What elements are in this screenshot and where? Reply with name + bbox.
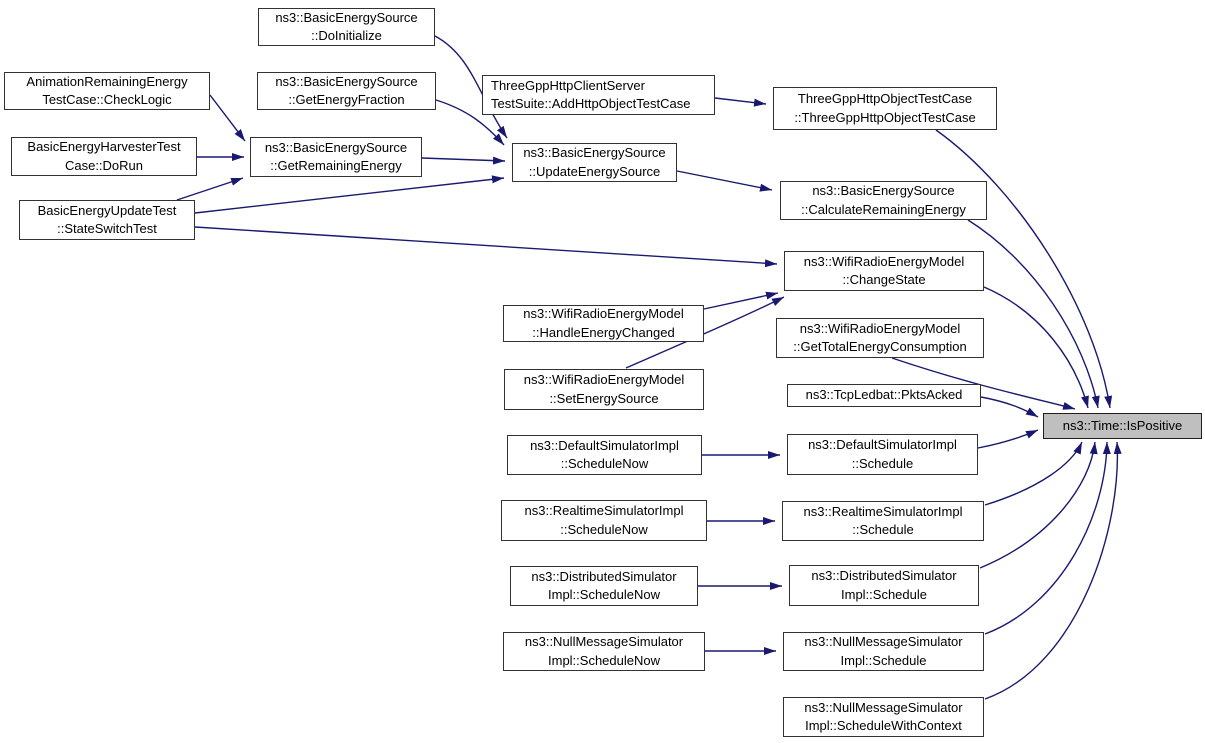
node-label-line: ::GetTotalEnergyConsumption — [793, 339, 967, 354]
node-label-line: ns3::DistributedSimulator — [531, 568, 677, 584]
node-nullmessagesimulatorimpl-schedulenow[interactable]: ns3::NullMessageSimulator Impl::Schedule… — [503, 632, 705, 671]
node-label-line: ::StateSwitchTest — [57, 221, 157, 236]
node-dorun[interactable]: BasicEnergyHarvesterTest Case::DoRun — [11, 137, 197, 176]
edge-changestate-to-ispositive — [983, 286, 1089, 409]
node-label-line: BasicEnergyHarvesterTest — [27, 139, 181, 154]
edge-handleenergychanged-to-changestate — [703, 291, 779, 310]
node-label-line: ::SetEnergySource — [549, 390, 659, 406]
edge-doinitialize-to-updateenergysource — [434, 35, 508, 139]
node-time-ispositive: ns3::Time::IsPositive — [1043, 413, 1202, 439]
node-distributedsimulatorimpl-schedulenow[interactable]: ns3::DistributedSimulator Impl::Schedule… — [510, 566, 698, 606]
node-label-line: Impl::ScheduleNow — [548, 652, 660, 668]
node-calculateremainingenergy[interactable]: ns3::BasicEnergySource ::CalculateRemain… — [780, 181, 987, 220]
node-realtimesimulatorimpl-schedulenow[interactable]: ns3::RealtimeSimulatorImpl ::ScheduleNow — [501, 500, 707, 541]
node-defaultsimulatorimpl-schedulenow[interactable]: ns3::DefaultSimulatorImpl ::ScheduleNow — [507, 435, 702, 475]
node-label-line: TestCase::CheckLogic — [42, 92, 172, 107]
node-label-line: AnimationRemainingEnergy — [26, 73, 188, 89]
node-label-line: ns3::DefaultSimulatorImpl — [530, 437, 679, 453]
node-label-line: Case::DoRun — [64, 157, 144, 173]
edge-pktsacked-to-ispositive — [980, 396, 1039, 418]
node-label-line: ::UpdateEnergySource — [528, 163, 661, 179]
node-label-line: ::ThreeGppHttpObjectTestCase — [794, 109, 976, 125]
edge-nullmessageschedule-to-ispositive — [984, 441, 1111, 635]
node-label-line: ::CalculateRemainingEnergy — [801, 201, 966, 217]
node-updateenergysource[interactable]: ns3::BasicEnergySource ::UpdateEnergySou… — [512, 143, 677, 182]
node-label-line: ns3::TcpLedbat::PktsAcked — [805, 387, 963, 403]
node-pktsacked[interactable]: ns3::TcpLedbat::PktsAcked — [787, 384, 981, 407]
node-label-line: ::HandleEnergyChanged — [532, 324, 675, 340]
edge-nullmessageschedulewithcontext-to-ispositive — [984, 441, 1122, 700]
node-label-line: ThreeGppHttpClientServer — [491, 77, 645, 93]
node-label-line: BasicEnergyUpdateTest — [37, 202, 177, 218]
node-nullmessagesimulatorimpl-schedulewithcontext[interactable]: ns3::NullMessageSimulator Impl::Schedule… — [783, 697, 984, 737]
node-getremainingenergy[interactable]: ns3::BasicEnergySource ::GetRemainingEne… — [250, 137, 422, 177]
node-label-line: ::DoInitialize — [311, 28, 382, 43]
node-label-line: ::ScheduleNow — [560, 521, 648, 537]
edge-defaultschedule-to-ispositive — [977, 429, 1039, 449]
node-doinitialize[interactable]: ns3::BasicEnergySource ::DoInitialize — [258, 8, 435, 46]
node-gettotalenergyconsumption[interactable]: ns3::WifiRadioEnergyModel ::GetTotalEner… — [776, 318, 984, 358]
node-label-line: ns3::DistributedSimulator — [811, 568, 957, 583]
edge-distributedschedule-to-ispositive — [979, 441, 1098, 569]
edge-calculateremainingenergy-to-ispositive — [967, 219, 1100, 409]
node-realtimesimulatorimpl-schedule[interactable]: ns3::RealtimeSimulatorImpl ::Schedule — [782, 501, 984, 541]
node-addhttpobjecttestcase[interactable]: ThreeGppHttpClientServer TestSuite::AddH… — [482, 75, 715, 115]
edge-stateswitchtest-to-changestate — [194, 226, 778, 268]
node-distributedsimulatorimpl-schedule[interactable]: ns3::DistributedSimulator Impl::Schedule — [789, 565, 979, 606]
node-label-line: ns3::DefaultSimulatorImpl — [808, 437, 957, 452]
node-label-line: ns3::BasicEnergySource — [264, 139, 408, 155]
edge-threegpphttpobjecttestcase-to-ispositive — [935, 129, 1113, 409]
node-label-line: TestSuite::AddHttpObjectTestCase — [491, 96, 691, 111]
node-label-line: Impl::Schedule — [840, 652, 927, 668]
node-label-line: ns3::RealtimeSimulatorImpl — [803, 503, 963, 519]
edge-checklogic-to-getremainingenergy — [209, 94, 246, 142]
edge-stateswitchtest-to-getremainingenergy — [176, 177, 244, 201]
node-label-line: ns3::BasicEnergySource — [275, 9, 418, 25]
edge-stateswitchtest-to-updateenergysource — [194, 175, 505, 214]
node-changestate[interactable]: ns3::WifiRadioEnergyModel ::ChangeState — [784, 251, 984, 291]
node-label-line: ns3::NullMessageSimulator — [804, 699, 963, 715]
node-label-line: ns3::WifiRadioEnergyModel — [803, 253, 965, 269]
node-label-line: ::ScheduleNow — [560, 456, 649, 471]
edge-realtimeschedule-to-ispositive — [984, 441, 1083, 506]
node-label-line: ns3::RealtimeSimulatorImpl — [524, 503, 684, 518]
node-label-line: ns3::NullMessageSimulator — [804, 634, 963, 649]
node-label-line: Impl::Schedule — [841, 586, 927, 602]
edge-addhttpobjecttestcase-to-threegpphttpobjecttestcase — [714, 97, 767, 107]
node-getenergyfraction[interactable]: ns3::BasicEnergySource ::GetEnergyFracti… — [257, 72, 436, 110]
edge-getremainingenergy-to-updateenergysource — [421, 156, 506, 165]
node-checklogic[interactable]: AnimationRemainingEnergy TestCase::Check… — [4, 72, 210, 110]
node-label-line: Impl::ScheduleWithContext — [805, 718, 962, 733]
node-label-line: ns3::WifiRadioEnergyModel — [523, 306, 684, 321]
node-label-line: ::GetEnergyFraction — [288, 92, 405, 107]
node-label-line: ::ChangeState — [842, 272, 926, 287]
node-label-line: ThreeGppHttpObjectTestCase — [797, 91, 973, 106]
node-handleenergychanged[interactable]: ns3::WifiRadioEnergyModel ::HandleEnergy… — [503, 305, 704, 342]
node-setenergysource[interactable]: ns3::WifiRadioEnergyModel ::SetEnergySou… — [504, 369, 704, 410]
node-label-line: ns3::WifiRadioEnergyModel — [523, 372, 685, 387]
node-label-line: ns3::Time::IsPositive — [1062, 417, 1183, 433]
node-stateswitchtest[interactable]: BasicEnergyUpdateTest ::StateSwitchTest — [19, 200, 195, 240]
node-label-line: ::Schedule — [851, 455, 914, 471]
node-label-line: ::Schedule — [852, 522, 914, 537]
node-defaultsimulatorimpl-schedule[interactable]: ns3::DefaultSimulatorImpl ::Schedule — [787, 434, 978, 475]
edge-setenergysource-to-changestate — [625, 296, 785, 369]
node-label-line: Impl::ScheduleNow — [548, 587, 660, 602]
node-label-line: ::GetRemainingEnergy — [270, 158, 402, 173]
node-label-line: ns3::WifiRadioEnergyModel — [799, 320, 961, 336]
edge-getenergyfraction-to-updateenergysource — [435, 99, 505, 146]
node-nullmessagesimulatorimpl-schedule[interactable]: ns3::NullMessageSimulator Impl::Schedule — [783, 632, 984, 671]
node-label-line: ns3::BasicEnergySource — [523, 145, 666, 160]
node-label-line: ns3::BasicEnergySource — [275, 73, 418, 89]
node-threegpphttpobjecttestcase-ctor[interactable]: ThreeGppHttpObjectTestCase ::ThreeGppHtt… — [773, 87, 997, 130]
node-label-line: ns3::BasicEnergySource — [812, 183, 955, 198]
node-label-line: ns3::NullMessageSimulator — [524, 634, 684, 649]
edge-gettotalenergyconsumption-to-ispositive — [891, 357, 1076, 410]
edge-updateenergysource-to-calculateremainingenergy — [676, 170, 773, 192]
